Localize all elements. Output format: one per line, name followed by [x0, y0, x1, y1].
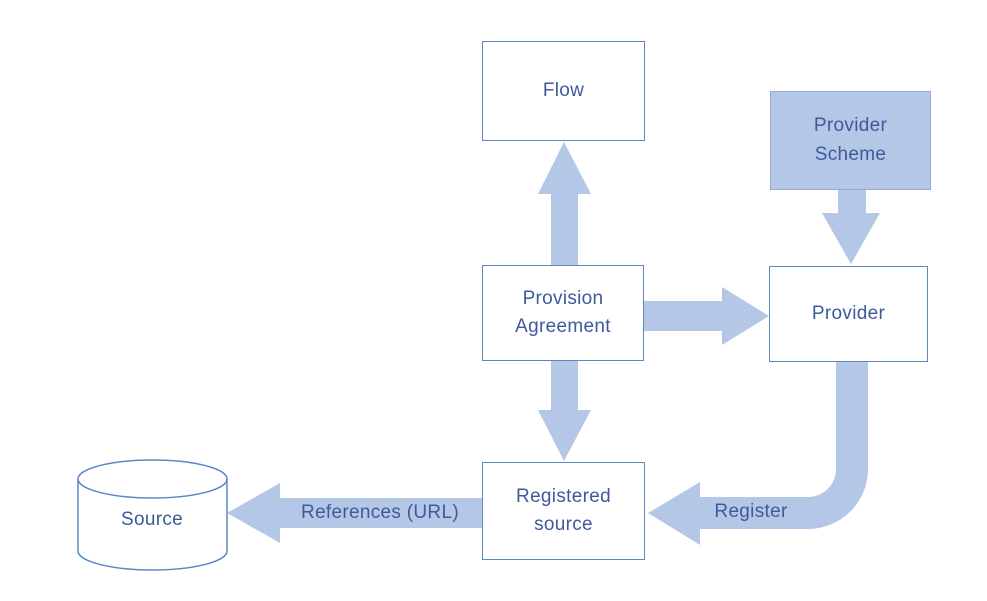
- node-registered-source: Registered source: [482, 462, 645, 560]
- node-registered-source-label: Registered source: [516, 485, 611, 536]
- source-cylinder: [77, 459, 228, 571]
- arrow-provider-to-registered-source: [648, 362, 868, 545]
- node-provider-label: Provider: [811, 302, 886, 324]
- node-flow: Flow: [482, 41, 645, 141]
- node-provider-scheme: Provider Scheme: [770, 91, 931, 190]
- edge-label-register: Register: [714, 501, 788, 522]
- arrow-provision-agreement-to-registered-source: [538, 361, 591, 461]
- arrow-provision-agreement-to-flow: [538, 142, 591, 265]
- arrow-registered-source-to-source: [227, 483, 482, 543]
- node-provision-agreement: Provision Agreement: [482, 265, 644, 361]
- node-flow-label: Flow: [542, 79, 585, 101]
- edge-label-references-url: References (URL): [301, 502, 459, 523]
- node-source-label: Source: [120, 509, 184, 530]
- node-provider-scheme-label: Provider Scheme: [813, 115, 888, 165]
- node-provider: Provider: [769, 266, 928, 362]
- arrow-provision-agreement-to-provider: [644, 287, 769, 345]
- arrow-provider-scheme-to-provider: [822, 190, 880, 264]
- node-provision-agreement-label: Provision Agreement: [515, 287, 611, 338]
